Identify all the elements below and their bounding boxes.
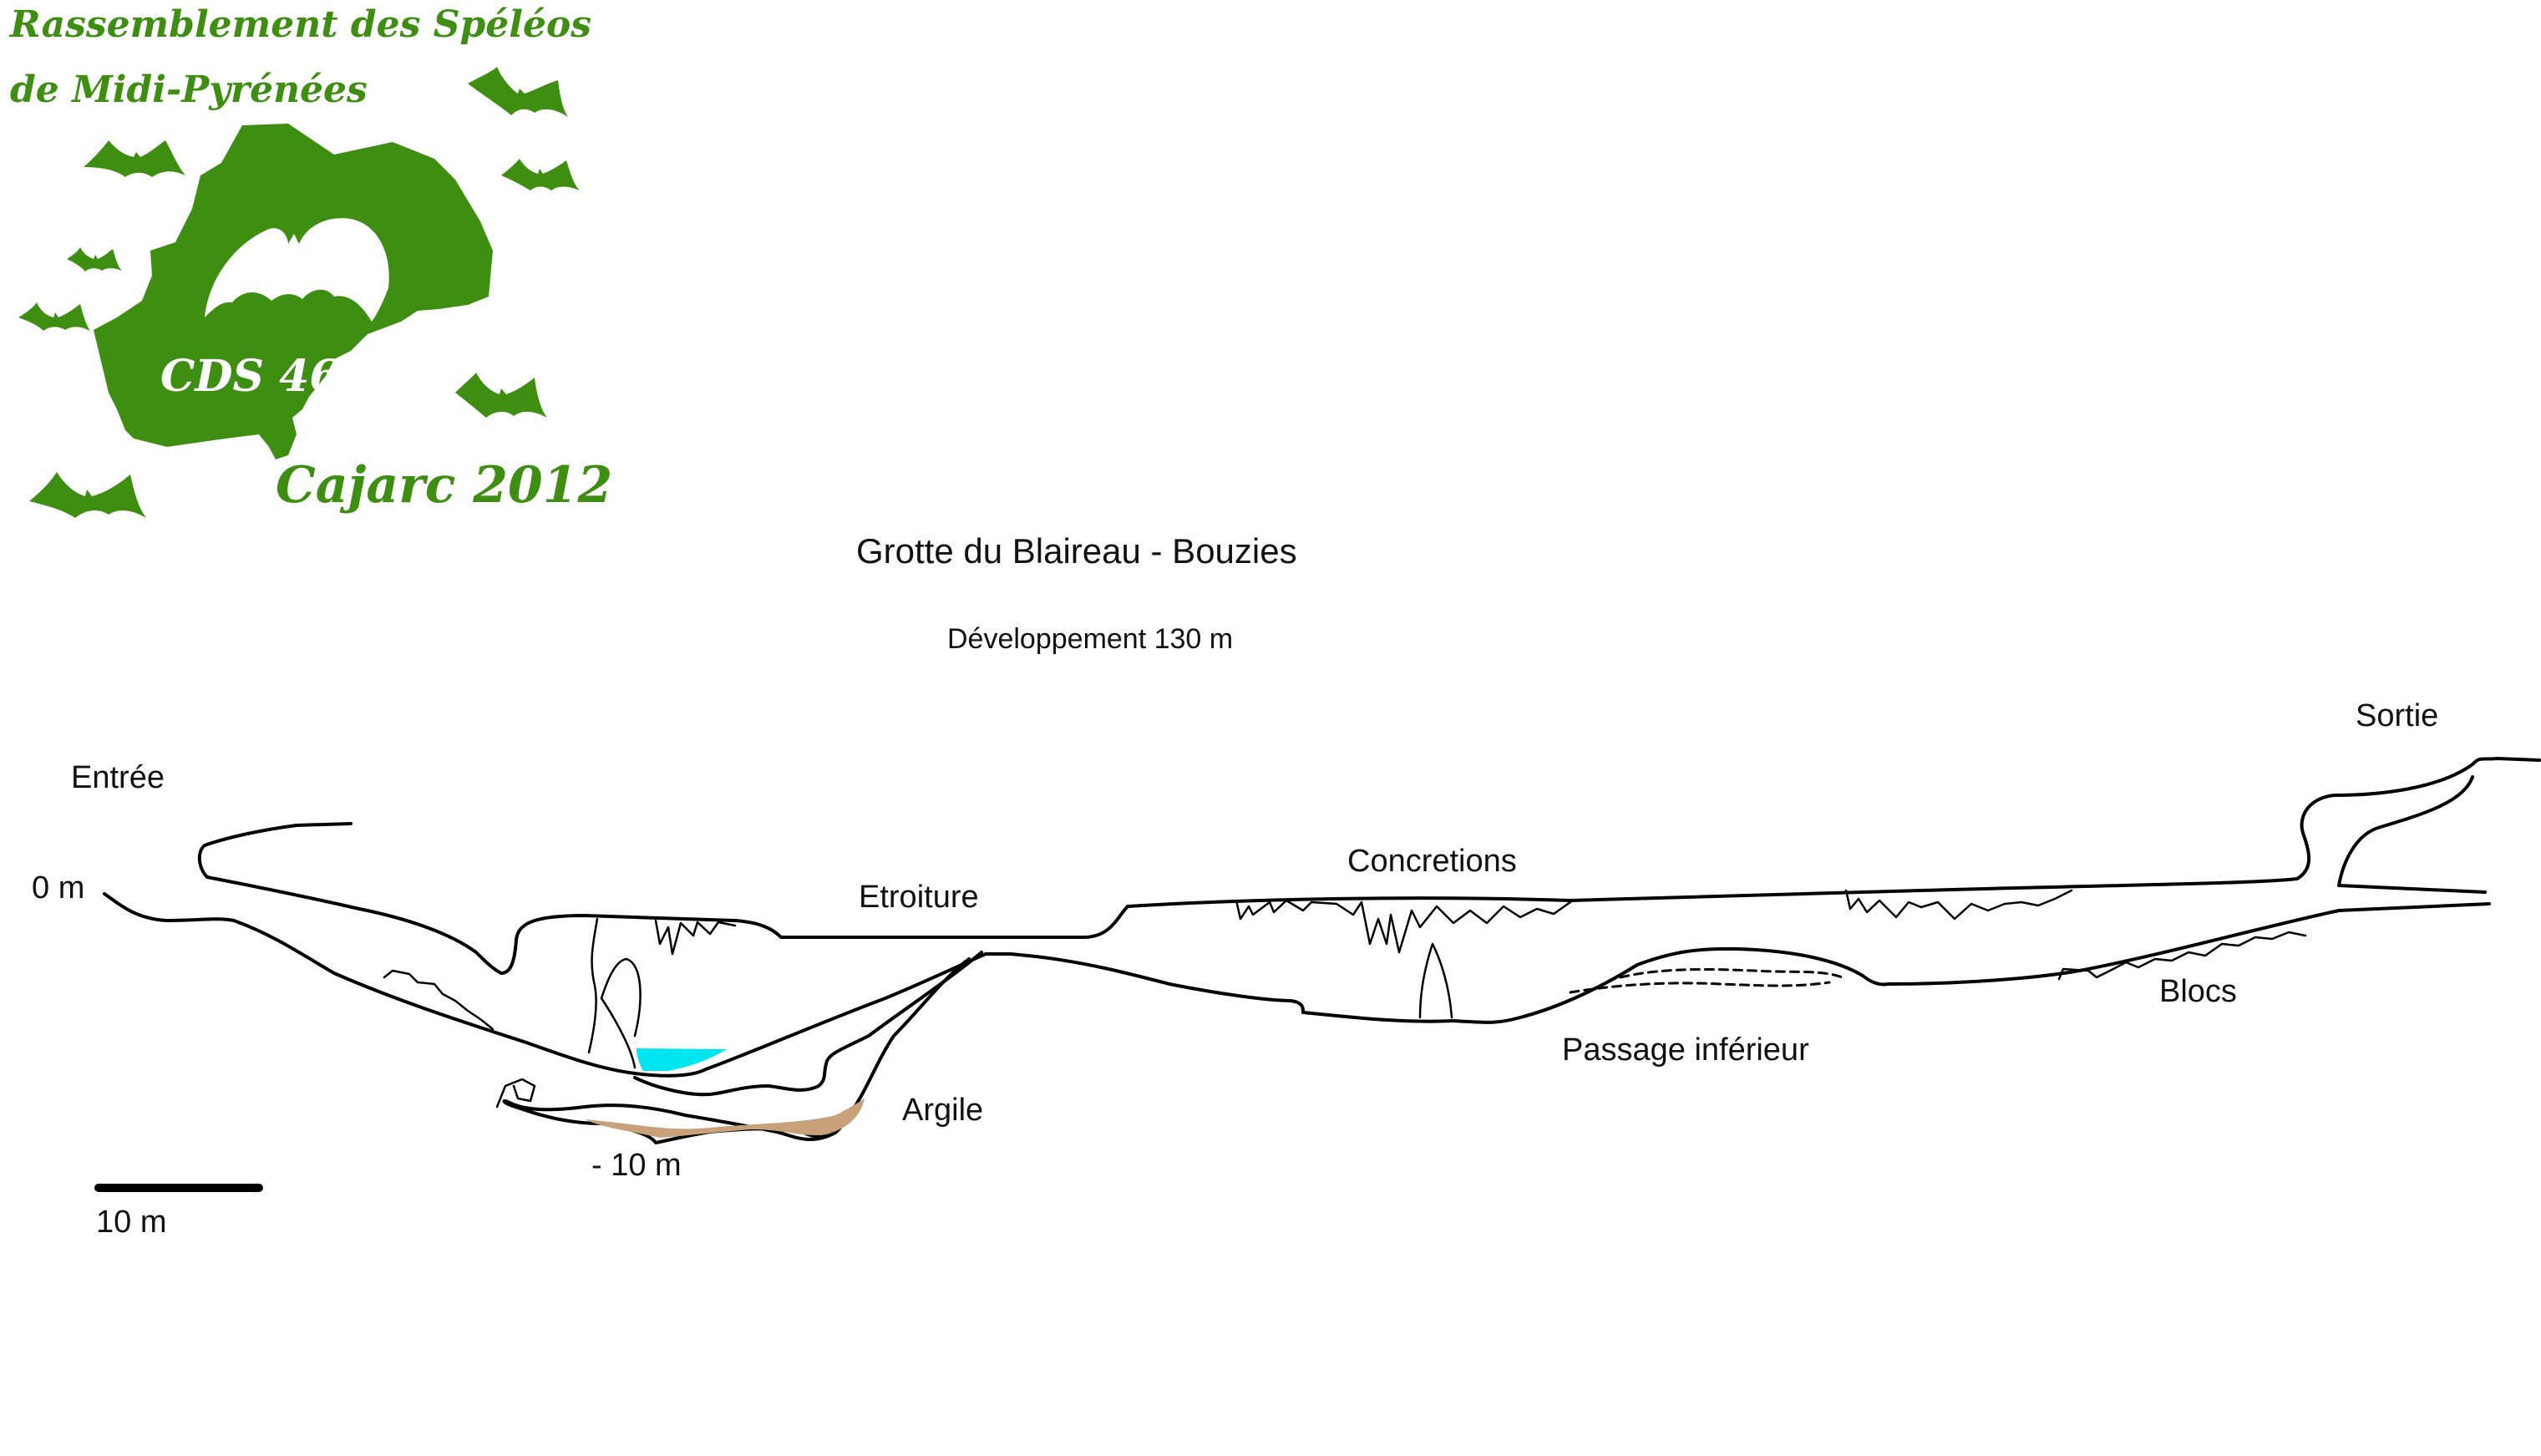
label-minus10: - 10 m xyxy=(591,1148,682,1183)
scale-label: 10 m xyxy=(96,1205,167,1240)
blocks xyxy=(2057,931,2307,981)
bat-icon xyxy=(29,472,146,518)
column xyxy=(587,917,599,1054)
ceiling-main xyxy=(1126,757,2541,908)
column xyxy=(600,957,642,1069)
logo-emblem xyxy=(18,67,580,518)
bat-icon xyxy=(501,159,580,190)
label-entree: Entrée xyxy=(71,760,165,795)
logo-line1: Rassemblement des Spéléos xyxy=(10,3,592,46)
logo-badge: CDS 46 xyxy=(160,351,340,402)
label-sortie: Sortie xyxy=(2356,698,2439,733)
label-etroiture: Etroiture xyxy=(859,880,979,915)
lower-passage-dashed xyxy=(1569,981,1831,994)
stalactites xyxy=(654,919,737,956)
label-concretions: Concretions xyxy=(1347,844,1517,879)
label-blocs: Blocs xyxy=(2159,974,2237,1009)
survey-title: Grotte du Blaireau - Bouzies xyxy=(856,531,1297,571)
label-passage: Passage inférieur xyxy=(1562,1032,1809,1068)
bat-icon xyxy=(67,247,122,271)
ceiling-entrance xyxy=(197,822,503,975)
ceiling-chamber-1 xyxy=(500,905,1129,975)
floor-sortie xyxy=(2337,775,2487,894)
logo-event: Cajarc 2012 xyxy=(276,456,613,515)
stalagmite xyxy=(1418,942,1453,1019)
lower-passage-inner xyxy=(633,951,983,1097)
blocks xyxy=(383,969,495,1031)
label-zero: 0 m xyxy=(32,870,85,906)
stalactites xyxy=(1844,889,2073,921)
bat-icon xyxy=(84,140,185,177)
logo-line2: de Midi-Pyrénées xyxy=(10,68,368,111)
floor-main xyxy=(103,892,2491,1078)
clay-deposit xyxy=(585,1098,865,1138)
lower-passage xyxy=(502,957,971,1144)
lower-passage-dashed xyxy=(1619,967,1848,981)
label-argile: Argile xyxy=(902,1093,984,1128)
bat-icon xyxy=(18,302,90,331)
survey-subtitle: Développement 130 m xyxy=(947,623,1234,655)
bat-icon xyxy=(468,67,568,117)
bat-icon xyxy=(205,218,389,322)
stalactites xyxy=(1235,899,1572,954)
blocks xyxy=(495,1078,536,1108)
bat-icon xyxy=(455,373,547,418)
water-pool xyxy=(637,1048,727,1071)
